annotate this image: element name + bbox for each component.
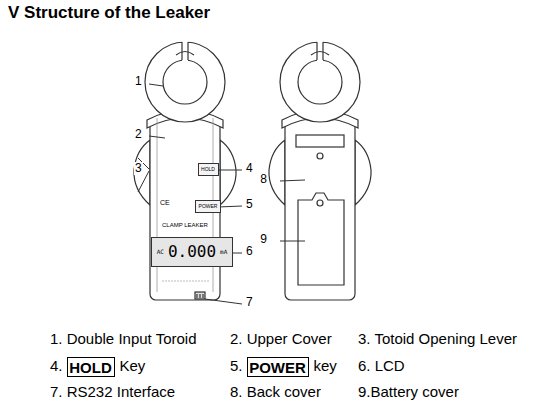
callout-number: 8 — [259, 173, 268, 186]
key-label: HOLD — [69, 360, 112, 375]
lcd-text: mA — [220, 249, 227, 255]
part-list-item: 2. Upper Cover — [230, 331, 332, 348]
callout-number: 2 — [134, 128, 143, 141]
callout-number: 6 — [245, 245, 254, 258]
callout-number: 4 — [245, 162, 254, 175]
device-text: CLAMP LEAKER — [162, 222, 208, 229]
callout-number: 7 — [245, 296, 254, 309]
part-list-item: 9.Battery cover — [358, 384, 459, 401]
key-label: HOLD — [201, 167, 215, 172]
hold-key-box: HOLD — [67, 357, 115, 377]
ce-mark: CE — [160, 199, 170, 207]
part-list-item: 5. — [230, 358, 243, 375]
part-list-item: 1. Double Input Toroid — [50, 331, 197, 348]
key-label: POWER — [249, 360, 306, 375]
lcd-display: AC 0.000 mA — [151, 237, 233, 267]
callout-number: 9 — [259, 233, 268, 246]
callout-number: 3 — [134, 162, 143, 175]
power-key-box: POWER — [247, 357, 309, 377]
power-button: POWER — [195, 200, 221, 213]
diagram-title: V Structure of the Leaker — [8, 4, 210, 23]
part-list-item: 8. Back cover — [230, 384, 321, 401]
part-list-item: 7. RS232 Interface — [50, 384, 175, 401]
key-label: POWER — [199, 204, 218, 209]
lcd-text: AC — [157, 249, 164, 255]
hold-button: HOLD — [198, 163, 219, 176]
part-list-item: 3. Totoid Opening Lever — [358, 331, 517, 348]
callout-number: 5 — [245, 198, 254, 211]
callout-number: 1 — [134, 75, 143, 88]
part-list-item: 4. — [50, 358, 63, 375]
part-list-item: key — [314, 358, 337, 375]
part-list-item: Key — [120, 358, 146, 375]
part-list-item: 6. LCD — [358, 358, 405, 375]
lcd-text: 0.000 — [168, 244, 216, 260]
